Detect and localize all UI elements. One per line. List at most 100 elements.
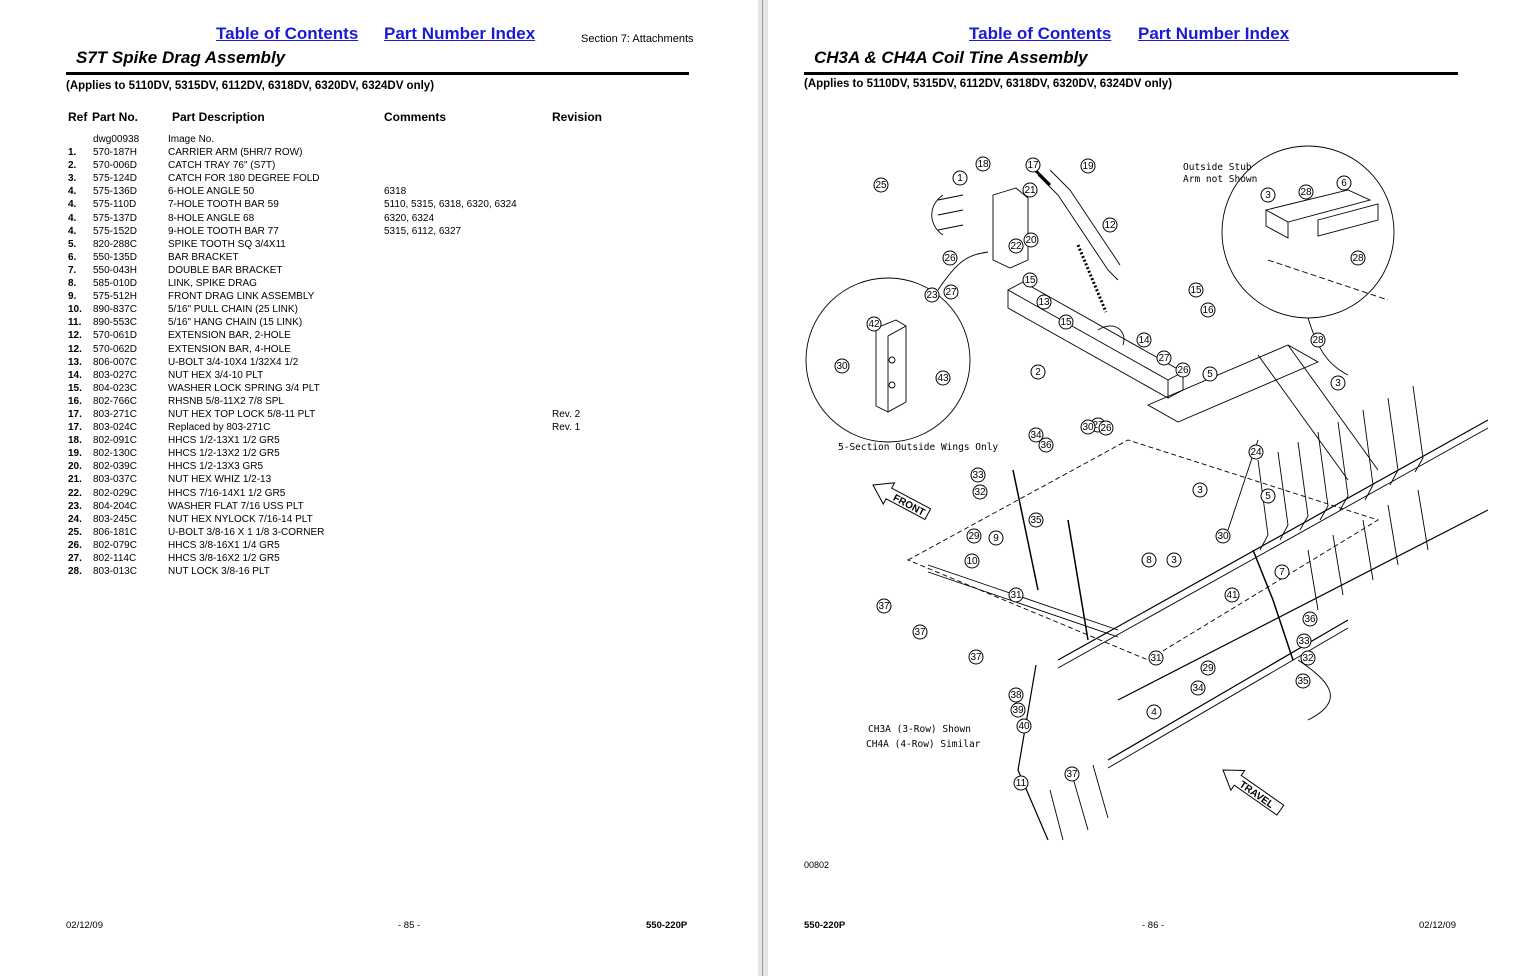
- ref-cell: 5.: [68, 238, 77, 250]
- part-no-cell: 890-553C: [93, 317, 137, 329]
- part-no-cell: dwg00938: [93, 134, 140, 145]
- svg-text:10: 10: [966, 556, 978, 567]
- link-left: [1012, 469, 1039, 591]
- svg-text:26: 26: [1100, 423, 1112, 434]
- svg-text:21: 21: [1024, 185, 1036, 196]
- svg-text:5: 5: [1207, 369, 1213, 380]
- callout-15: 15: [1058, 314, 1074, 330]
- part-description-cell: 9-HOLE TOOTH BAR 77: [168, 225, 279, 237]
- part-no-cell: 802-766C: [93, 395, 137, 407]
- left-page: Table of Contents Part Number Index Sect…: [0, 0, 758, 976]
- part-no-cell: 803-271C: [93, 408, 137, 420]
- callout-31: 31: [1148, 650, 1164, 666]
- svg-text:3: 3: [1265, 190, 1271, 201]
- part-number-index-link[interactable]: Part Number Index: [1138, 24, 1290, 43]
- svg-text:32: 32: [1302, 653, 1314, 664]
- svg-text:37: 37: [914, 627, 926, 638]
- callout-10: 10: [964, 553, 980, 569]
- svg-text:30: 30: [1217, 531, 1229, 542]
- part-no-cell: 804-023C: [93, 382, 137, 394]
- ref-cell: 1.: [68, 147, 77, 159]
- part-no-cell: 804-204C: [93, 500, 137, 512]
- ref-cell: 4.: [68, 225, 77, 237]
- callout-27: 27: [1156, 350, 1172, 366]
- svg-text:22: 22: [1010, 241, 1022, 252]
- stub-plate: [1264, 189, 1372, 223]
- part-no-cell: 806-181C: [93, 526, 137, 538]
- callout-18: 18: [975, 156, 991, 172]
- part-description-cell: FRONT DRAG LINK ASSEMBLY: [168, 291, 315, 303]
- callout-5: 5: [1260, 488, 1276, 504]
- table-of-contents-link[interactable]: Table of Contents: [969, 24, 1112, 43]
- table-of-contents-link[interactable]: Table of Contents: [216, 24, 359, 43]
- footer-date: 02/12/09: [1419, 920, 1456, 931]
- part-no-cell: 585-010D: [93, 278, 137, 290]
- svg-text:18: 18: [977, 159, 989, 170]
- part-description-cell: HHCS 1/2-13X2 1/2 GR5: [168, 448, 280, 460]
- title-rule: [804, 72, 1458, 75]
- part-description-cell: NUT LOCK 3/8-16 PLT: [168, 566, 270, 578]
- ref-cell: 7.: [68, 264, 77, 276]
- svg-text:37: 37: [878, 601, 890, 612]
- svg-text:15: 15: [1060, 317, 1072, 328]
- part-description-cell: WASHER LOCK SPRING 3/4 PLT: [168, 382, 320, 394]
- callout-38: 38: [1008, 687, 1024, 703]
- part-no-cell: 803-024C: [93, 422, 137, 434]
- tine-bar-mid: [1117, 509, 1488, 701]
- callout-26: 26: [942, 250, 958, 266]
- svg-text:38: 38: [1010, 690, 1022, 701]
- part-description-cell: DOUBLE BAR BRACKET: [168, 264, 283, 276]
- svg-text:36: 36: [1040, 440, 1052, 451]
- ref-cell: 13.: [68, 356, 82, 368]
- header-part-no: Part No.: [92, 110, 139, 124]
- part-description-cell: HHCS 7/16-14X1 1/2 GR5: [168, 487, 286, 499]
- callout-28: 28: [1298, 184, 1314, 200]
- callout-17: 17: [1025, 157, 1041, 173]
- svg-text:34: 34: [1192, 683, 1204, 694]
- part-no-cell: 802-029C: [93, 487, 137, 499]
- parts-row: 17. 803-271C NUT HEX TOP LOCK 5/8-11 PLT Re…: [68, 408, 668, 421]
- svg-text:14: 14: [1138, 335, 1150, 346]
- drawing-code: 00802: [804, 860, 830, 870]
- detail-circle-wings: [805, 277, 971, 443]
- part-description-cell: NUT HEX TOP LOCK 5/8-11 PLT: [168, 408, 316, 420]
- svg-text:43: 43: [937, 373, 949, 384]
- svg-text:7: 7: [1279, 567, 1285, 578]
- callout-11: 11: [1013, 775, 1029, 791]
- wing-bracket: [875, 319, 907, 413]
- travel-arrow: TRAVEL: [1222, 769, 1285, 816]
- svg-text:26: 26: [944, 253, 956, 264]
- part-number-index-link[interactable]: Part Number Index: [384, 24, 536, 43]
- svg-text:29: 29: [968, 531, 980, 542]
- right-page: Table of Contents Part Number Index CH3A…: [768, 0, 1521, 976]
- svg-text:28: 28: [1312, 335, 1324, 346]
- callout-33: 33: [1296, 633, 1312, 649]
- svg-text:27: 27: [1158, 353, 1170, 364]
- svg-text:34: 34: [1030, 430, 1042, 441]
- revision-cell: Rev. 2: [552, 408, 581, 420]
- svg-text:26: 26: [1177, 365, 1189, 376]
- ref-cell: 12.: [68, 343, 82, 355]
- callout-3: 3: [1166, 552, 1182, 568]
- chain: [1017, 664, 1049, 841]
- part-description-cell: HHCS 3/8-16X1 1/4 GR5: [168, 539, 280, 551]
- part-no-cell: 575-137D: [93, 212, 137, 224]
- part-no-cell: 575-124D: [93, 173, 137, 185]
- cross-frame: [1146, 344, 1320, 423]
- callout-30: 30: [1080, 419, 1096, 435]
- ref-cell: 17.: [68, 408, 82, 420]
- callout-24: 24: [1248, 444, 1264, 460]
- callout-42: 42: [866, 316, 882, 332]
- svg-text:20: 20: [1025, 235, 1037, 246]
- ref-cell: 2.: [68, 160, 77, 172]
- svg-text:37: 37: [1066, 769, 1078, 780]
- svg-text:36: 36: [1304, 614, 1316, 625]
- callout-3: 3: [1192, 482, 1208, 498]
